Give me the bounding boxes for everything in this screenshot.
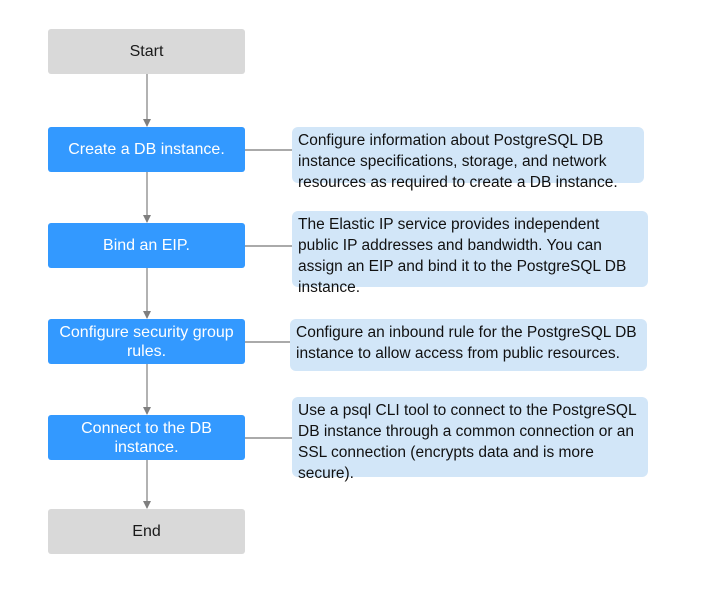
step-connect-db-instance: Connect to the DB instance.	[48, 415, 245, 460]
step-create-db-instance: Create a DB instance.	[48, 127, 245, 172]
step-configure-security-group: Configure security group rules.	[48, 319, 245, 364]
step-label: Connect to the DB instance.	[81, 419, 212, 456]
end-node: End	[48, 509, 245, 554]
start-label: Start	[129, 43, 164, 60]
note-text: Configure an inbound rule for the Postgr…	[296, 324, 637, 362]
step-label: Bind an EIP.	[103, 237, 190, 254]
note-connect-db-instance: Use a psql CLI tool to connect to the Po…	[292, 397, 648, 482]
start-node: Start	[48, 29, 245, 74]
note-text: Configure information about PostgreSQL D…	[298, 132, 618, 191]
step-label: Create a DB instance.	[68, 141, 225, 158]
step-label: Configure security group rules.	[59, 323, 234, 360]
note-create-db-instance: Configure information about PostgreSQL D…	[292, 127, 644, 191]
end-label: End	[132, 523, 161, 540]
note-bind-eip: The Elastic IP service provides independ…	[292, 211, 648, 296]
note-text: The Elastic IP service provides independ…	[298, 216, 627, 296]
note-configure-security-group: Configure an inbound rule for the Postgr…	[290, 319, 647, 371]
note-text: Use a psql CLI tool to connect to the Po…	[298, 402, 637, 482]
step-bind-eip: Bind an EIP.	[48, 223, 245, 268]
